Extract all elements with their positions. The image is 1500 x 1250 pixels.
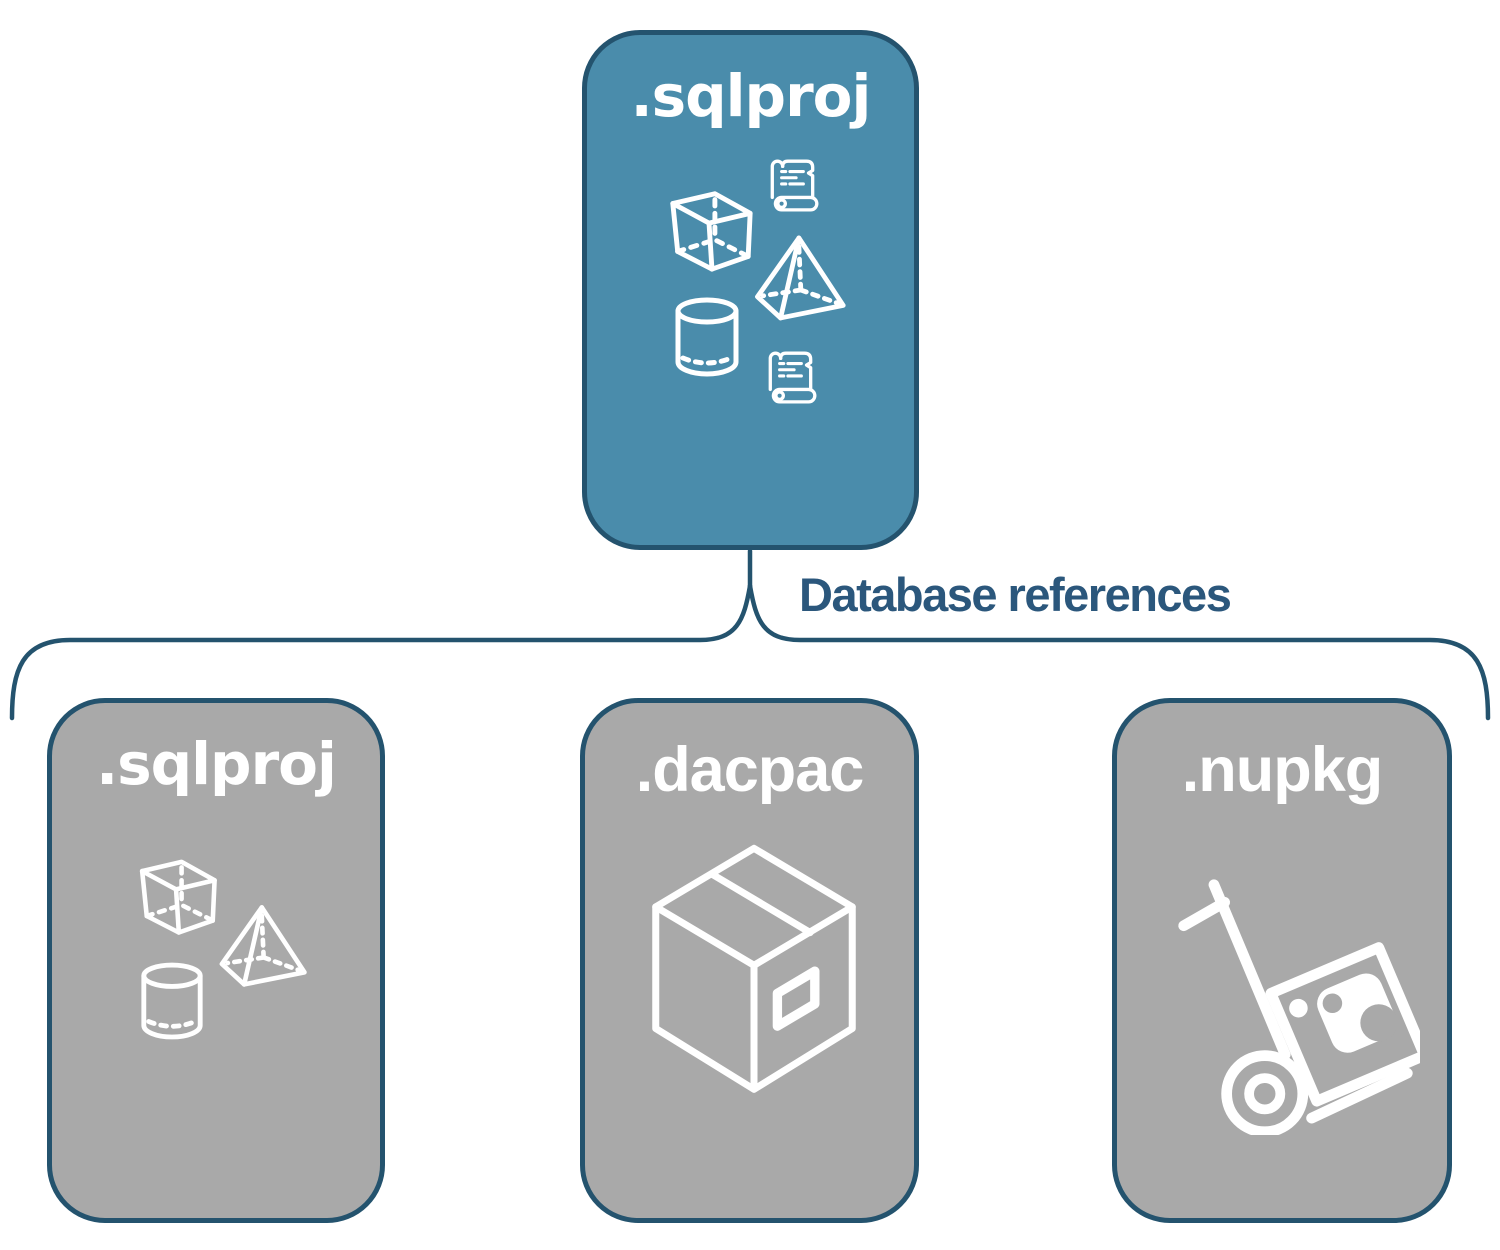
- package-box-icon: [637, 839, 871, 1101]
- edge-label: Database references: [799, 568, 1232, 621]
- node-child-nupkg-label: .nupkg: [1181, 735, 1383, 805]
- node-child-nupkg: .nupkg: [1112, 698, 1452, 1223]
- pyramid-icon: [743, 228, 849, 325]
- node-child-dacpac-label: .dacpac: [635, 735, 865, 805]
- script-scroll-icon: [763, 348, 819, 406]
- node-child-sqlproj: .sqlproj: [47, 698, 385, 1223]
- brace-connector: [9, 548, 1491, 721]
- cylinder-icon: [137, 961, 207, 1043]
- cylinder-icon: [671, 296, 743, 380]
- node-root-sqlproj: .sqlproj: [582, 30, 919, 550]
- pyramid-icon: [208, 898, 310, 991]
- node-child-dacpac: .dacpac: [580, 698, 919, 1223]
- nuget-hand-truck-icon: [1170, 861, 1420, 1135]
- node-root-label: .sqlproj: [630, 62, 872, 130]
- node-child-sqlproj-label: .sqlproj: [96, 730, 337, 798]
- script-scroll-icon: [765, 156, 821, 214]
